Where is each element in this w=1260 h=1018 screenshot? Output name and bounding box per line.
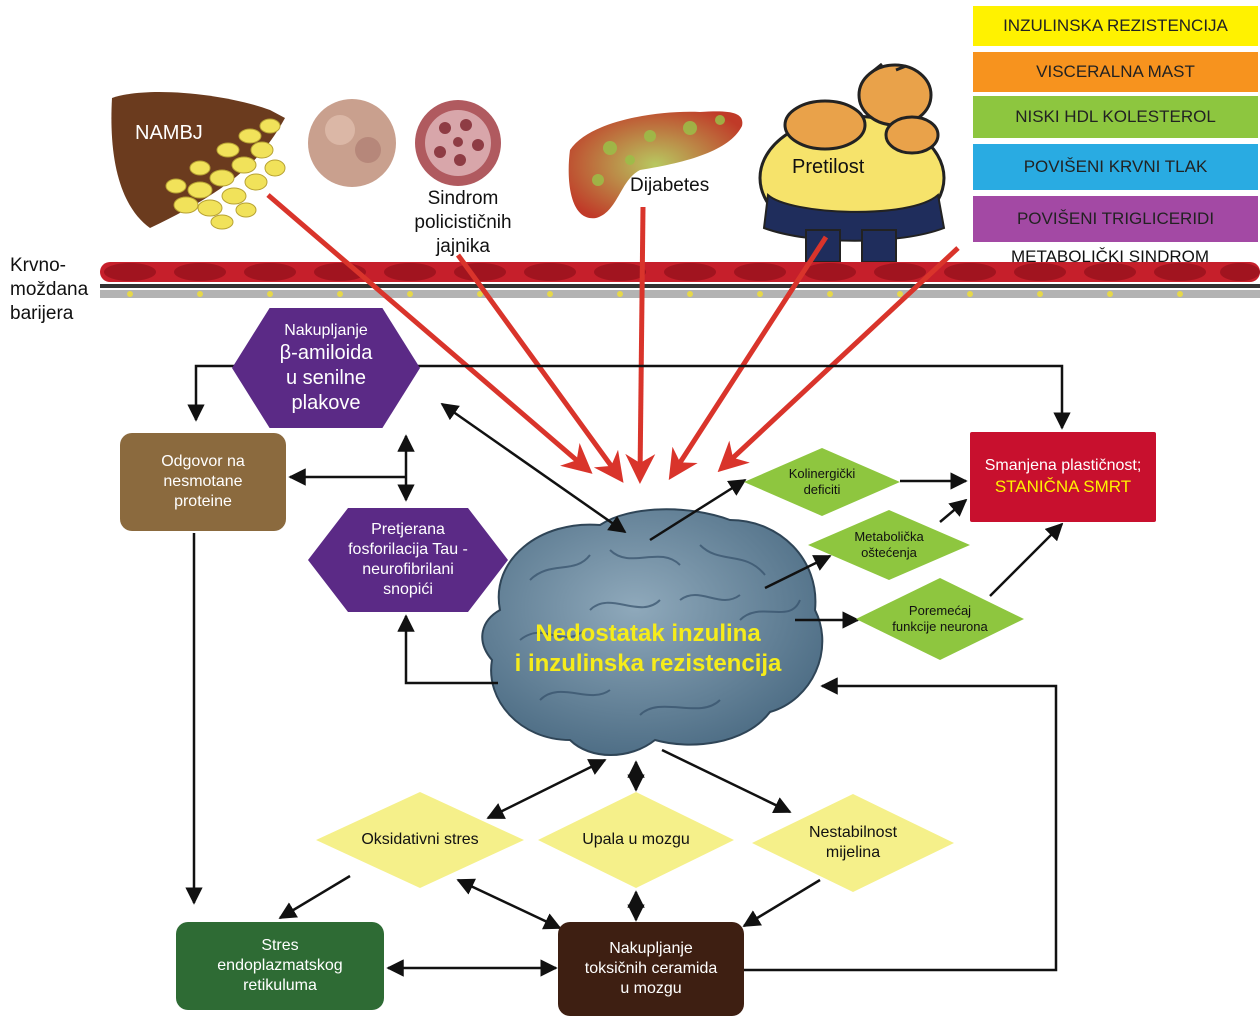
upr-node: Odgovor na nesmotane proteine — [120, 433, 286, 531]
er-stress-line: Stres — [261, 937, 299, 954]
barrier-label: Krvno- moždana barijera — [10, 254, 88, 325]
upr-line: proteine — [174, 493, 232, 510]
barrier-line: Krvno- — [10, 255, 66, 276]
er-stress-node: Stres endoplazmatskog retikuluma — [176, 922, 384, 1010]
outcome-node: Smanjena plastičnost; STANIČNA SMRT — [970, 432, 1156, 522]
barrier-line: barijera — [10, 302, 74, 324]
amyloid-line: plakove — [291, 391, 361, 414]
myelin-line: Nestabilnost — [808, 824, 898, 841]
amyloid-line: β-amiloida — [279, 341, 373, 364]
diabetes-label: Dijabetes — [630, 175, 710, 196]
legend-visceral-fat: VISCERALNA MAST — [973, 52, 1258, 92]
obese-figure-illustration — [758, 62, 946, 263]
legend-label: POVIŠENI KRVNI TLAK — [1023, 157, 1208, 176]
obesity-label: Pretilost — [792, 156, 865, 178]
outcome-death-label: STANIČNA SMRT — [994, 477, 1132, 497]
metabolic-damage-line: Metabolička — [854, 528, 924, 544]
tau-line: neurofibrilani — [362, 561, 454, 578]
central-line: Nedostatak inzulina — [535, 620, 761, 647]
myelin-line: mijelina — [825, 844, 881, 861]
upr-line: Odgovor na — [161, 453, 245, 470]
ceramides-line: Nakupljanje — [609, 940, 693, 957]
blood-brain-barrier — [100, 262, 1260, 298]
neuron-dysfunction-line: Poremećaj — [908, 602, 972, 618]
pcos-line: policističnih — [414, 211, 512, 233]
ceramides-node: Nakupljanje toksičnih ceramida u mozgu — [558, 922, 744, 1016]
legend-high-blood-pressure: POVIŠENI KRVNI TLAK — [973, 144, 1258, 190]
tau-line: Pretjerana — [371, 521, 445, 538]
pcos-line: Sindrom — [427, 188, 499, 209]
legend-high-triglycerides: POVIŠENI TRIGLICERIDI — [973, 196, 1258, 242]
legend-label: NISKI HDL KOLESTEROL — [1015, 107, 1216, 126]
outcome-line: Smanjena plastičnost; — [984, 457, 1142, 475]
liver-illustration — [111, 91, 286, 230]
upr-line: nesmotane — [163, 473, 243, 490]
legend-label: POVIŠENI TRIGLICERIDI — [1016, 209, 1215, 228]
metabolic-damage-line: oštećenja — [861, 545, 917, 560]
legend-low-hdl: NISKI HDL KOLESTEROL — [973, 96, 1258, 138]
oxidative-stress-label: Oksidativni stres — [361, 831, 479, 848]
metabolic-syndrome-label: METABOLIČKI SINDROM — [1010, 247, 1210, 266]
tau-line: snopići — [383, 581, 433, 598]
ceramides-line: toksičnih ceramida — [584, 960, 718, 977]
legend-insulin-resistance: INZULINSKA REZISTENCIJA — [973, 6, 1258, 46]
pathway-arrows — [185, 364, 1071, 977]
er-stress-line: retikuluma — [243, 977, 317, 994]
er-stress-line: endoplazmatskog — [217, 957, 343, 974]
tau-line: fosforilacija Tau - — [348, 541, 468, 558]
inflammation-label: Upala u mozgu — [582, 831, 690, 848]
legend-label: VISCERALNA MAST — [1036, 62, 1195, 81]
pancreas-illustration — [568, 111, 743, 219]
neuron-dysfunction-line: funkcije neurona — [892, 619, 988, 634]
ovary-illustration — [308, 99, 501, 187]
barrier-line: moždana — [10, 278, 89, 300]
amyloid-node: Nakupljanje β-amiloida u senilne plakove — [232, 308, 420, 428]
nambj-label: NAMBJ — [135, 122, 203, 144]
ceramides-line: u mozgu — [620, 980, 682, 997]
amyloid-line: Nakupljanje — [284, 321, 368, 339]
legend-label: INZULINSKA REZISTENCIJA — [1003, 16, 1228, 35]
cholinergic-line: deficiti — [803, 482, 841, 497]
central-label: Nedostatak inzulina i inzulinska reziste… — [478, 619, 818, 679]
pcos-label: Sindrom policističnih jajnika — [398, 187, 528, 258]
cholinergic-line: Kolinergički — [788, 465, 856, 481]
pcos-line: jajnika — [436, 235, 490, 257]
central-line: i inzulinska rezistencija — [514, 650, 782, 677]
amyloid-line: u senilne — [285, 366, 367, 389]
tau-node: Pretjerana fosforilacija Tau - neurofibr… — [308, 508, 508, 612]
